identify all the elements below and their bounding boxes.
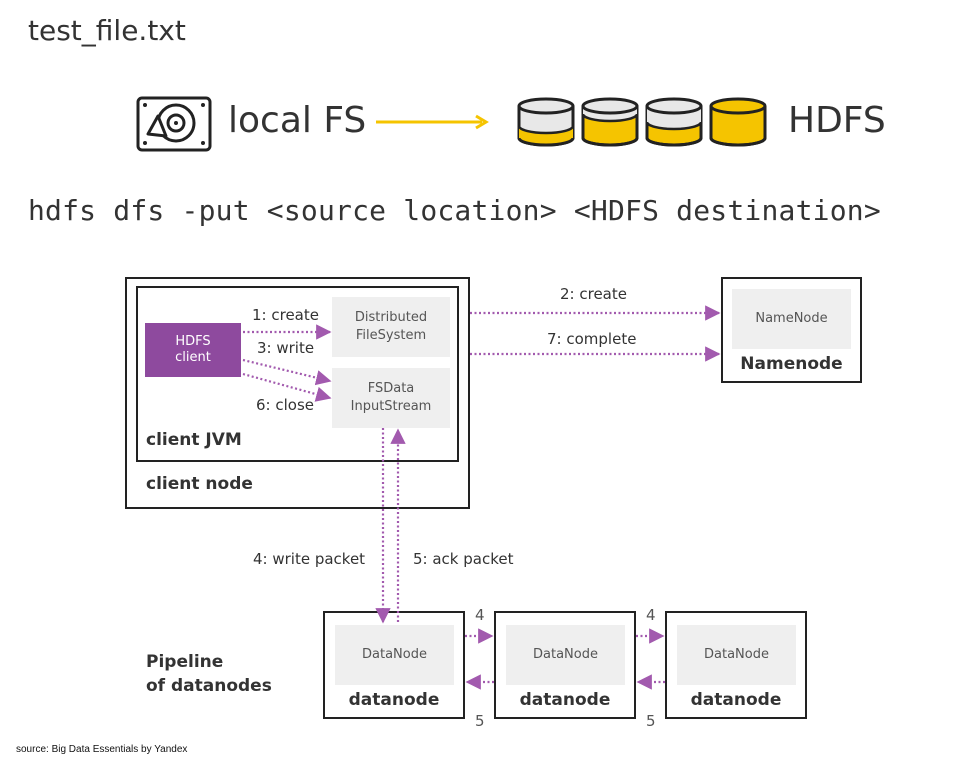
step-write-3: 3: write [257, 339, 315, 357]
write-arrow-3 [242, 358, 332, 386]
client-node-label: client node [146, 474, 253, 494]
datanode-inner-label: DataNode [704, 647, 769, 662]
hdfs-put-command: hdfs dfs -put <source location> <HDFS de… [28, 194, 881, 227]
datanode-inner-3: DataNode [677, 625, 796, 685]
namenode-inner-label: NameNode [755, 311, 828, 326]
datanode-label: datanode [348, 690, 440, 710]
hdfs-label: HDFS [788, 100, 886, 141]
database-icon [645, 97, 703, 147]
step-write-packet-4: 4: write packet [253, 550, 366, 568]
pipeline-num-back-2: 5 [646, 712, 656, 730]
source-caption: source: Big Data Essentials by Yandex [16, 744, 188, 755]
namenode-inner-box: NameNode [732, 289, 851, 349]
datanode-inner-label: DataNode [533, 647, 598, 662]
database-icon [581, 97, 639, 147]
fsdata-line1: FSData [367, 381, 415, 396]
fsdata-line2: InputStream [350, 399, 432, 414]
pipeline-line2: of datanodes [146, 676, 272, 696]
client-jvm-label: client JVM [146, 430, 242, 450]
file-name-title: test_file.txt [28, 14, 186, 47]
database-icon [517, 97, 575, 147]
pipeline-line1: Pipeline [146, 652, 224, 672]
right-arrow-icon [376, 114, 489, 130]
datanode-inner-2: DataNode [506, 625, 625, 685]
step-complete-7: 7: complete [547, 330, 637, 348]
hdfs-client-line1: HDFS [175, 334, 211, 349]
hard-drive-icon [136, 96, 212, 152]
datanode-inner-1: DataNode [335, 625, 454, 685]
hdfs-client-line2: client [175, 350, 211, 365]
datanode-label: datanode [690, 690, 782, 710]
datanode-inner-label: DataNode [362, 647, 427, 662]
close-arrow-6 [242, 372, 332, 402]
pipeline-label: Pipeline of datanodes [146, 650, 272, 698]
namenode-label: Namenode [740, 354, 843, 374]
pipeline-num-forward-2: 4 [646, 606, 656, 624]
step-create-1: 1: create [252, 306, 319, 324]
local-fs-label: local FS [228, 100, 367, 141]
dfs-line2: FileSystem [355, 328, 427, 343]
step-close-6: 6: close [256, 396, 315, 414]
datanode-label: datanode [519, 690, 611, 710]
database-icon [709, 97, 767, 147]
pipeline-num-forward-1: 4 [475, 606, 485, 624]
pipeline-num-back-1: 5 [475, 712, 485, 730]
step-ack-packet-5: 5: ack packet [413, 550, 514, 568]
dfs-line1: Distributed [354, 310, 428, 325]
step-create-2: 2: create [560, 285, 627, 303]
